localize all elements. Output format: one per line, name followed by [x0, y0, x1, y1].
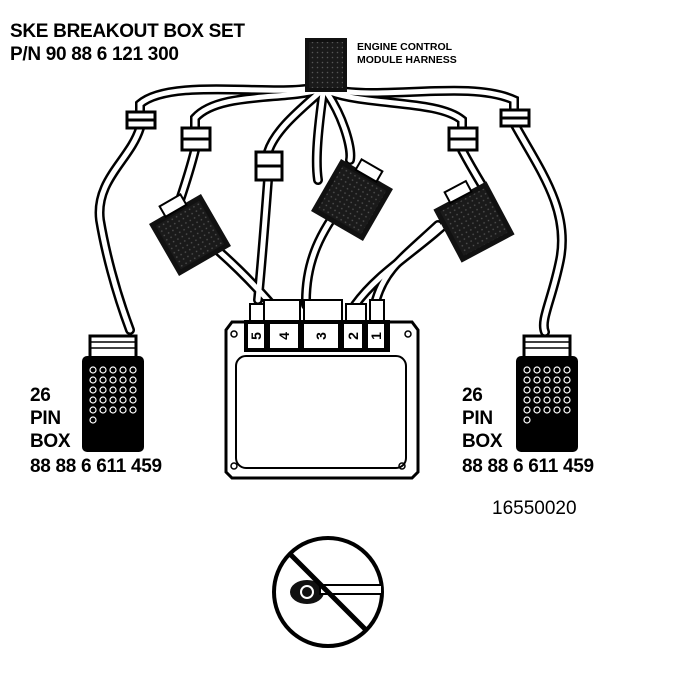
pin-socket	[129, 366, 137, 374]
pin-socket	[129, 386, 137, 394]
pin-socket	[109, 366, 117, 374]
pin-socket	[99, 366, 107, 374]
pin-socket	[563, 366, 571, 374]
pin-socket	[543, 396, 551, 404]
pin-socket	[533, 406, 541, 414]
pin-socket	[109, 386, 117, 394]
breakout-box-left	[82, 334, 144, 452]
cables	[94, 83, 567, 337]
pin-socket	[109, 406, 117, 414]
harness-label-line1: ENGINE CONTROL	[357, 41, 453, 53]
harness-label-line2: MODULE HARNESS	[357, 54, 457, 66]
left-box-box-label: BOX	[30, 431, 71, 452]
right-box-part-number: 88 88 6 611 459	[462, 456, 594, 477]
pin-socket	[553, 386, 561, 394]
right-box-pin-label: PIN	[462, 408, 493, 429]
pin-socket	[533, 376, 541, 384]
pin-socket	[129, 396, 137, 404]
ignition-key-prohibited-icon	[272, 536, 384, 648]
pin-grid	[523, 366, 571, 424]
pin-socket	[523, 416, 531, 424]
module-connector-label-1: 1	[368, 332, 384, 340]
pin-socket	[129, 376, 137, 384]
pin-socket	[563, 386, 571, 394]
pin-socket	[99, 406, 107, 414]
pin-socket	[119, 396, 127, 404]
pin-socket	[533, 366, 541, 374]
right-box-box-label: BOX	[462, 431, 503, 452]
pin-socket	[523, 396, 531, 404]
pin-socket	[543, 406, 551, 414]
pin-socket	[109, 396, 117, 404]
breakout-box-right	[516, 334, 578, 452]
pin-socket	[89, 406, 97, 414]
figure-number: 16550020	[492, 498, 577, 519]
cable-plugs	[125, 108, 531, 182]
pin-socket	[523, 386, 531, 394]
pin-socket	[89, 396, 97, 404]
pin-socket	[119, 376, 127, 384]
left-box-pin-count: 26	[30, 385, 51, 406]
pin-socket	[533, 396, 541, 404]
module-connector-label-2: 2	[345, 332, 361, 340]
pin-socket	[99, 396, 107, 404]
pin-socket	[543, 386, 551, 394]
engine-control-module	[224, 299, 420, 480]
pin-socket	[553, 376, 561, 384]
pin-socket	[119, 366, 127, 374]
pin-socket	[533, 386, 541, 394]
module-connector-label-3: 3	[313, 332, 329, 340]
pin-socket	[89, 376, 97, 384]
connector-block-left	[149, 192, 231, 276]
pin-socket	[119, 386, 127, 394]
pin-socket	[553, 396, 561, 404]
pin-socket	[563, 376, 571, 384]
pin-grid	[89, 366, 137, 424]
pin-socket	[89, 386, 97, 394]
pin-socket	[109, 376, 117, 384]
pin-socket	[119, 406, 127, 414]
left-box-part-number: 88 88 6 611 459	[30, 456, 162, 477]
pin-socket	[543, 376, 551, 384]
connector-block-center	[311, 157, 393, 241]
pin-socket	[523, 376, 531, 384]
connector-block-right	[433, 179, 515, 263]
pin-socket	[563, 396, 571, 404]
pin-socket	[89, 416, 97, 424]
pin-socket	[523, 366, 531, 374]
kit-title: SKE BREAKOUT BOX SET	[10, 21, 245, 42]
module-connector-label-5: 5	[248, 332, 264, 340]
module-connector-label-4: 4	[276, 332, 292, 340]
pin-socket	[523, 406, 531, 414]
pin-socket	[543, 366, 551, 374]
pin-socket	[99, 376, 107, 384]
harness-trunk	[305, 38, 347, 92]
right-box-pin-count: 26	[462, 385, 483, 406]
pin-socket	[563, 406, 571, 414]
pin-socket	[129, 406, 137, 414]
kit-part-number: P/N 90 88 6 121 300	[10, 44, 179, 65]
pin-socket	[99, 386, 107, 394]
pin-socket	[553, 406, 561, 414]
pin-socket	[553, 366, 561, 374]
left-box-pin-label: PIN	[30, 408, 61, 429]
pin-socket	[89, 366, 97, 374]
